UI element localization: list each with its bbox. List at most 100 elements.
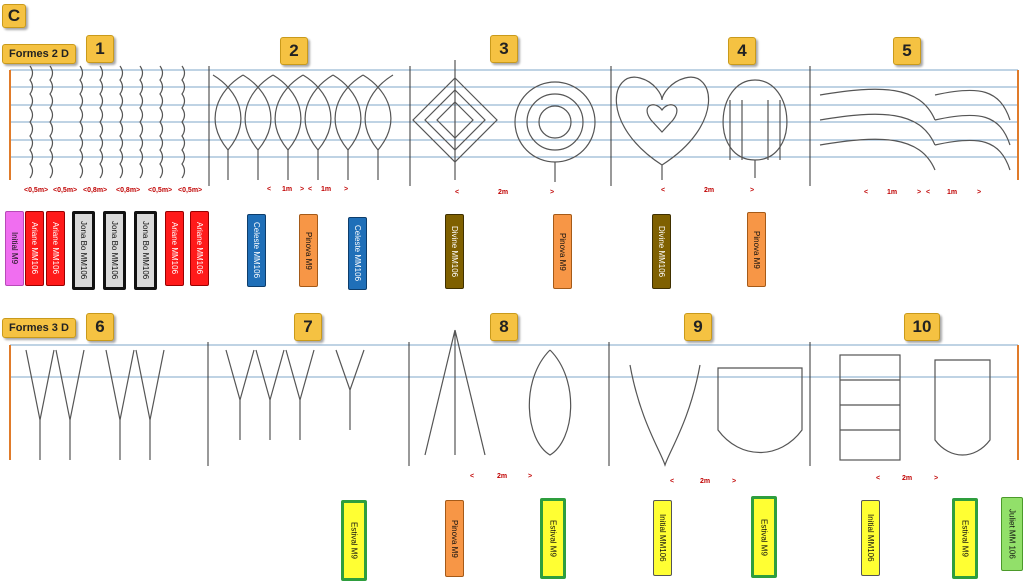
serpentine-cordon	[99, 65, 104, 179]
arcure-branch	[934, 114, 1011, 146]
distance-label: >	[750, 187, 755, 194]
variety-tag: Estival M9	[952, 498, 978, 579]
distance-label: <0,8m>	[116, 187, 141, 194]
distance-label: <0,5m>	[148, 187, 173, 194]
belgian-fence-branch	[244, 74, 274, 180]
belgian-fence-branch	[364, 74, 394, 180]
form-number-6: 6	[86, 313, 114, 341]
serpentine-cordon	[181, 65, 186, 179]
distance-label: <	[670, 478, 675, 485]
v-tree	[255, 349, 285, 440]
distance-label: <0,8m>	[83, 187, 108, 194]
belgian-fence-branch	[274, 74, 304, 180]
belgian-fence-branch	[242, 74, 272, 151]
distance-label: <0,5m>	[53, 187, 78, 194]
variety-tag: Divine MM106	[652, 214, 671, 289]
lattice-espalier	[934, 359, 991, 456]
form-number-8: 8	[490, 313, 518, 341]
distance-label: 2m	[497, 473, 508, 480]
panel-letter: C	[2, 4, 26, 28]
vase-espalier	[629, 364, 701, 467]
variety-tag: Pinova M9	[553, 214, 572, 289]
fountain-espalier	[528, 349, 572, 456]
serpentine-cordon	[119, 65, 124, 179]
distance-label: 1m	[282, 186, 293, 193]
variety-tag: Divine MM106	[445, 214, 464, 289]
chevron-espalier	[717, 367, 803, 453]
distance-label: 2m	[498, 189, 509, 196]
form-number-5: 5	[893, 37, 921, 65]
distance-label: <	[470, 473, 475, 480]
form-number-7: 7	[294, 313, 322, 341]
circle-espalier	[526, 93, 584, 151]
v-tree	[225, 349, 255, 440]
variety-tag: Celeste MM106	[348, 217, 367, 290]
distance-label: 2m	[902, 475, 913, 482]
distance-label: <	[661, 187, 666, 194]
v-tree	[335, 349, 365, 430]
distance-label: <	[267, 186, 272, 193]
belgian-fence-branch	[332, 74, 362, 151]
serpentine-cordon	[139, 65, 144, 179]
candelabra-espalier	[722, 79, 788, 178]
circle-espalier	[538, 105, 572, 139]
distance-label: 2m	[700, 478, 711, 485]
variety-tag: Estival M9	[341, 500, 367, 581]
column-espalier	[839, 354, 901, 461]
distance-label: >	[550, 189, 555, 196]
distance-label: >	[934, 475, 939, 482]
variety-tag: Ariane MM106	[46, 211, 65, 286]
distance-label: <	[876, 475, 881, 482]
distance-label: <	[864, 189, 869, 196]
form-number-2: 2	[280, 37, 308, 65]
distance-label: <0,5m>	[178, 187, 203, 194]
v-tree	[105, 349, 135, 460]
section-label-3d: Formes 3 D	[2, 318, 76, 338]
belgian-fence-branch	[212, 74, 242, 151]
distance-label: >	[344, 186, 349, 193]
v-tree	[135, 349, 165, 460]
distance-label: 1m	[947, 189, 958, 196]
form-number-4: 4	[728, 37, 756, 65]
distance-label: 1m	[887, 189, 898, 196]
distance-label: <	[308, 186, 313, 193]
belgian-fence-branch	[334, 74, 364, 180]
v-tree	[285, 349, 315, 440]
belgian-fence-branch	[302, 74, 332, 151]
heart-espalier	[646, 104, 678, 133]
variety-tag: Ariane MM106	[165, 211, 184, 286]
variety-tag: Ariane MM106	[25, 211, 44, 286]
distance-label: >	[977, 189, 982, 196]
variety-tag: Pinova M9	[747, 212, 766, 287]
belgian-fence-branch	[362, 74, 392, 151]
arcure-branch	[819, 113, 936, 146]
form-number-10: 10	[904, 313, 940, 341]
distance-label: 2m	[704, 187, 715, 194]
v-tree	[25, 349, 55, 460]
form-number-1: 1	[86, 35, 114, 63]
belgian-fence-branch	[304, 74, 334, 180]
distance-label: >	[300, 186, 305, 193]
heart-espalier	[615, 76, 710, 180]
belgian-fence-branch	[272, 74, 302, 151]
cone-espalier	[424, 329, 486, 456]
arcure-branch	[819, 138, 936, 171]
variety-tag: Initial MM106	[861, 500, 880, 576]
distance-label: >	[732, 478, 737, 485]
distance-label: 1m	[321, 186, 332, 193]
arcure-branch	[934, 89, 1011, 121]
distance-label: >	[917, 189, 922, 196]
arcure-branch	[934, 139, 1011, 171]
variety-tag: Estival M9	[540, 498, 566, 579]
variety-tag: Estival M9	[751, 496, 777, 578]
variety-tag: Celeste MM106	[247, 214, 266, 287]
variety-tag: Jona Bo MM106	[72, 211, 95, 290]
section-label-2d: Formes 2 D	[2, 44, 76, 64]
belgian-fence-branch	[214, 74, 244, 180]
arcure-branch	[819, 88, 936, 121]
distance-label: <	[455, 189, 460, 196]
variety-tag: Pinova M9	[445, 500, 464, 577]
serpentine-cordon	[79, 65, 84, 179]
variety-tag: Ariane MM106	[190, 211, 209, 286]
